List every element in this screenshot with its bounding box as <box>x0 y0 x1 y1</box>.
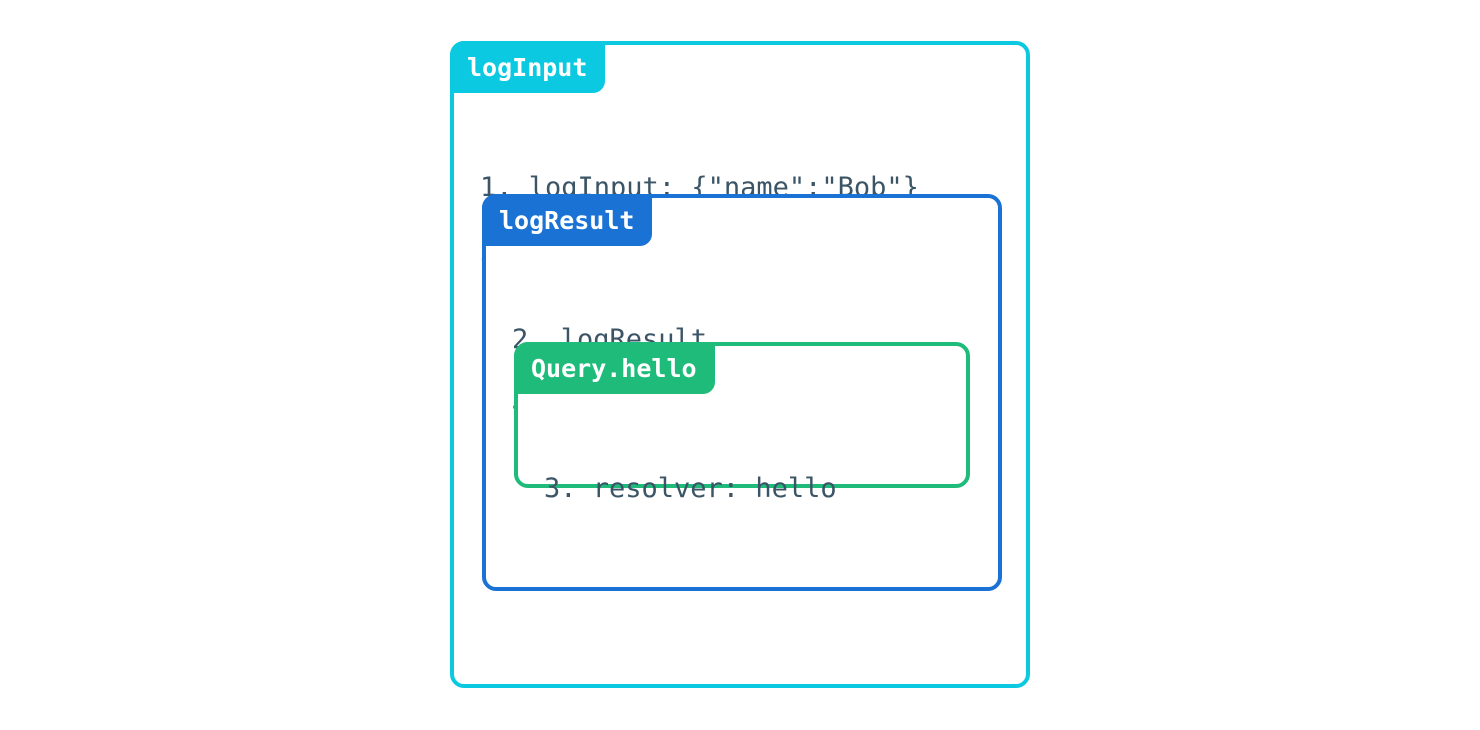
trace-box-logresult: logResult 2. logResult Query.hello 3. re… <box>482 194 1002 591</box>
trace-body-loginput: 1. logInput: {"name":"Bob"} logResult 2.… <box>454 45 1026 591</box>
trace-box-loginput: logInput 1. logInput: {"name":"Bob"} log… <box>450 41 1030 688</box>
trace-tab-logresult-label: logResult <box>482 194 653 246</box>
trace-tab-loginput-label: logInput <box>450 41 606 93</box>
trace-box-queryhello: Query.hello 3. resolver: hello <box>514 342 970 502</box>
trace-body-queryhello: 3. resolver: hello <box>518 346 966 502</box>
trace-body-logresult: 2. logResult Query.hello 3. resolver: he… <box>486 198 998 502</box>
trace-tab-queryhello-label: Query.hello <box>514 342 715 394</box>
trace-line-3: 3. resolver: hello <box>544 473 837 504</box>
